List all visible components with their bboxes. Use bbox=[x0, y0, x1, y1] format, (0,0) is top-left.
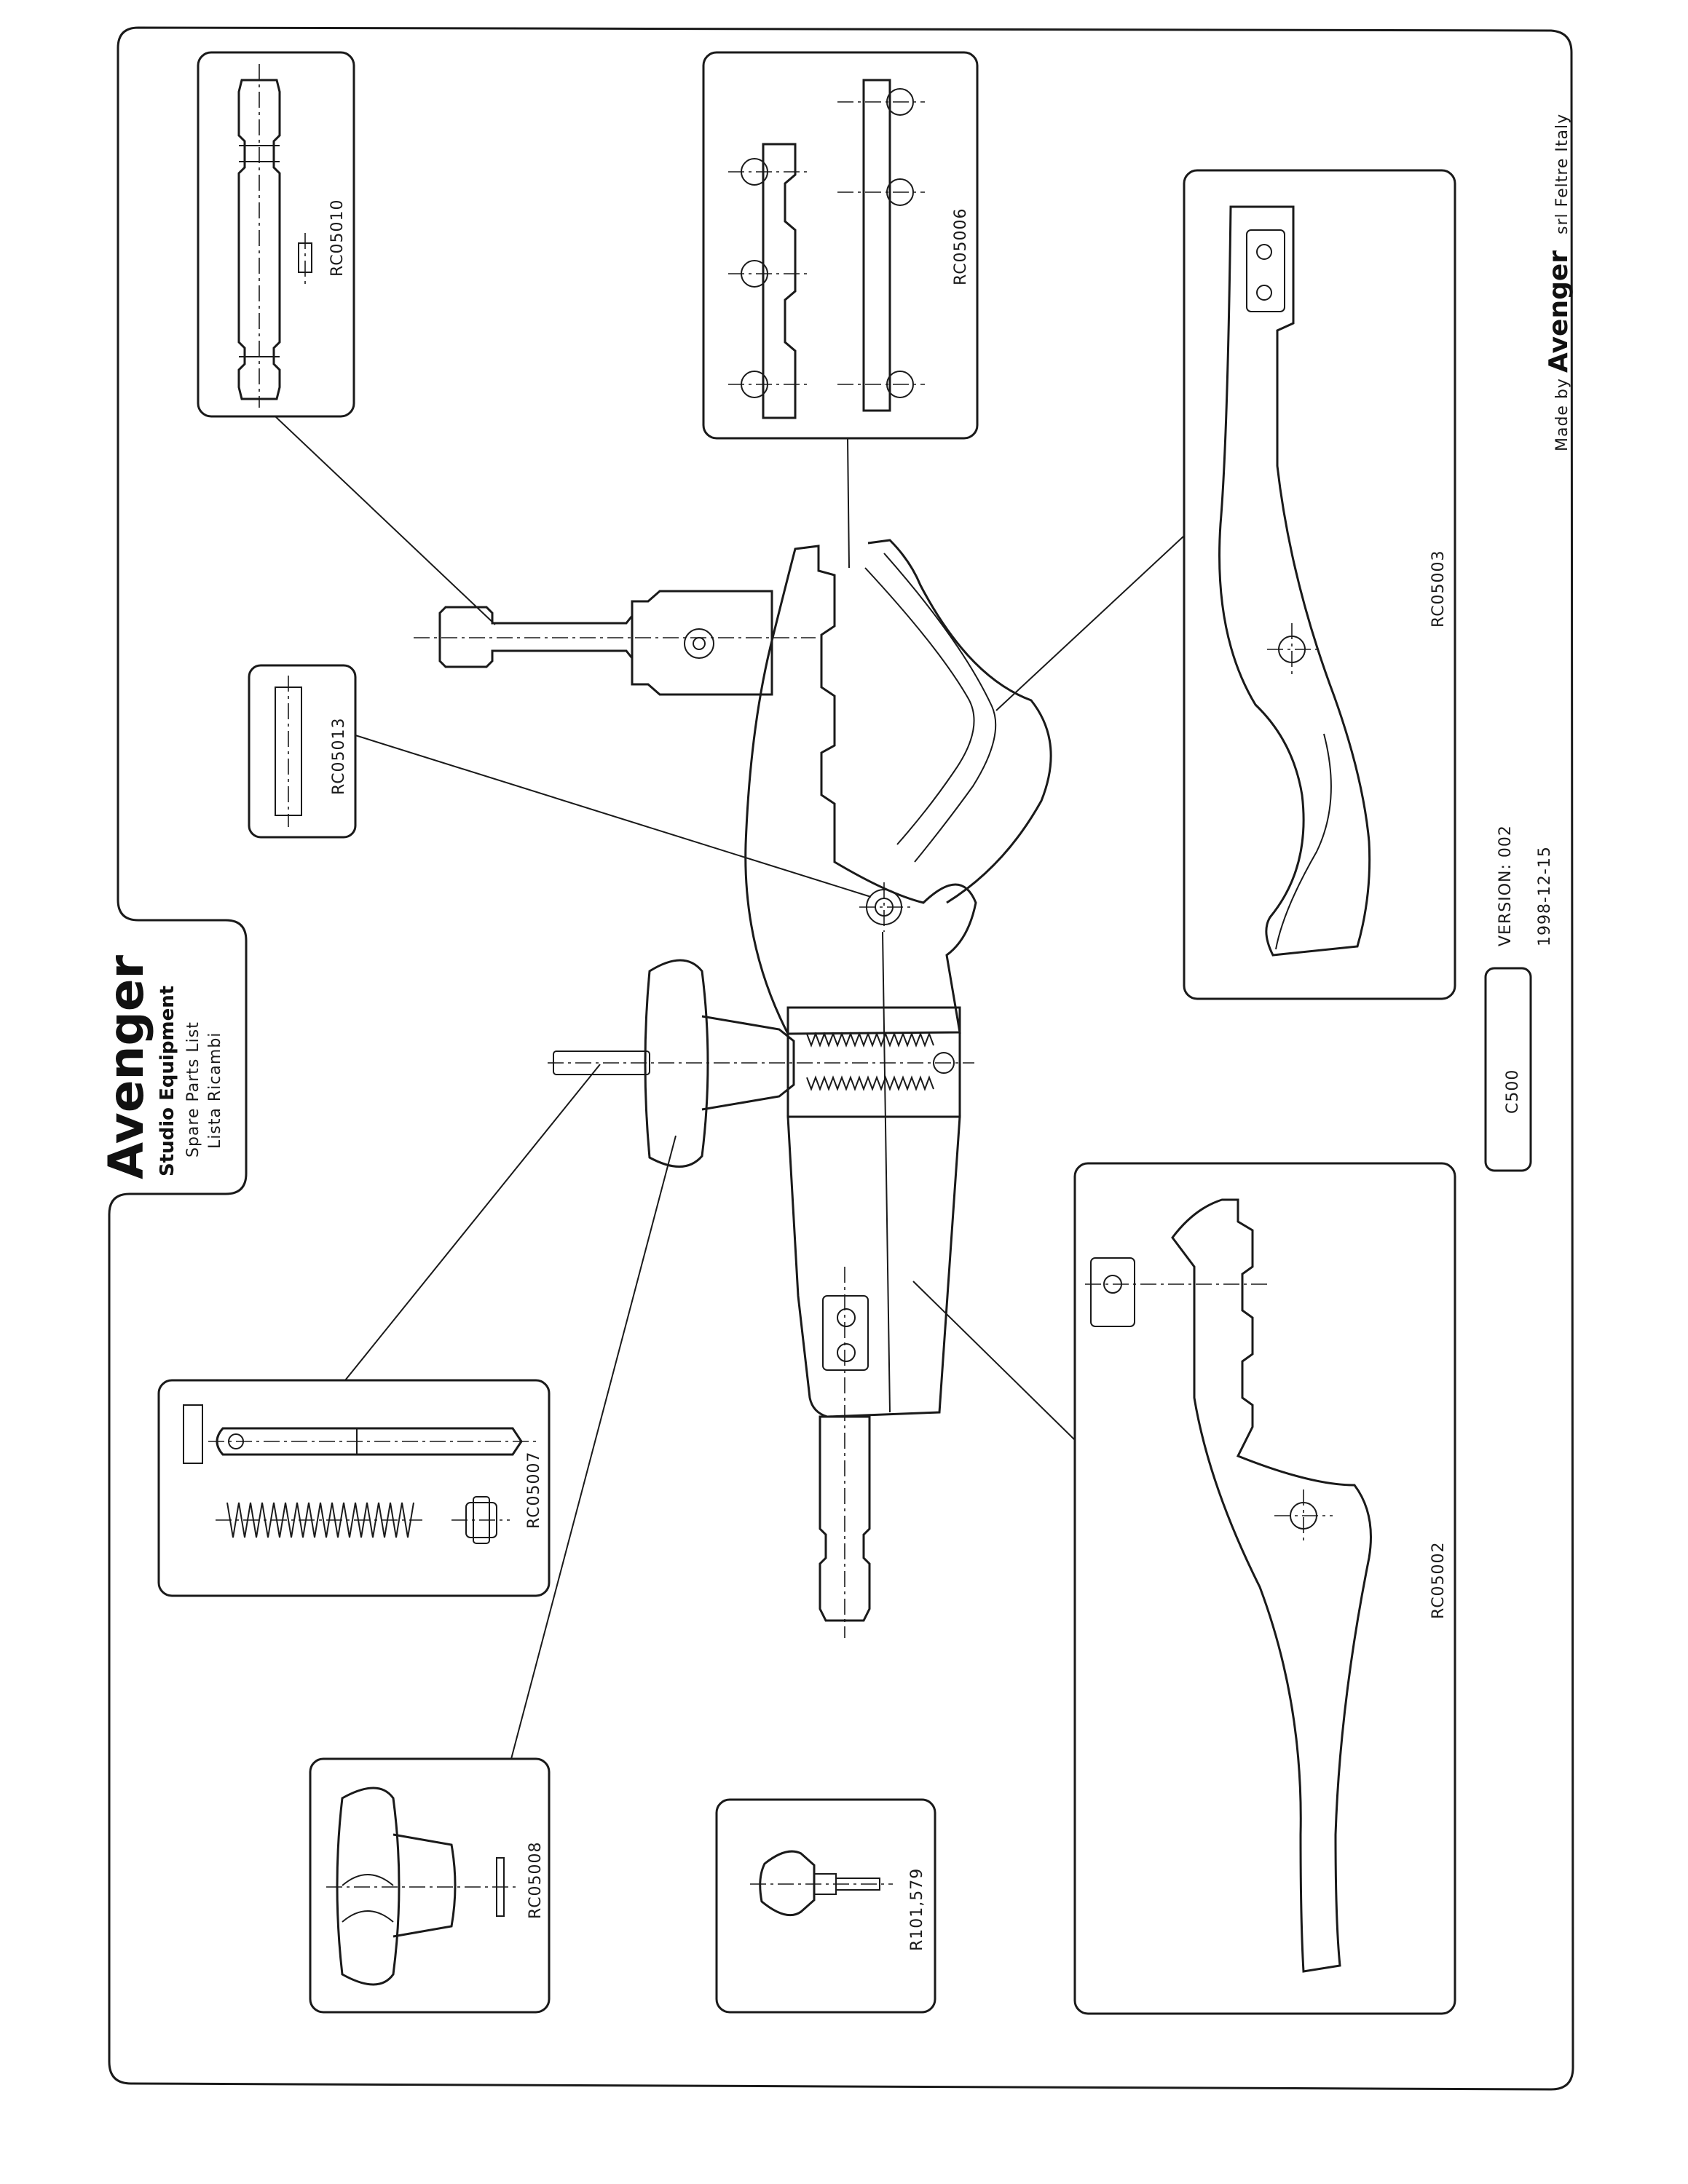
part-box bbox=[702, 51, 979, 440]
made-by-suffix: srl Feltre Italy bbox=[1553, 114, 1571, 234]
part-label-rc05007: RC05007 bbox=[525, 1451, 543, 1529]
part-rc05002: RC05002 bbox=[1073, 1162, 1456, 2015]
made-by-brand: Avenger bbox=[1544, 250, 1574, 373]
version-date: 1998-12-15 bbox=[1536, 846, 1554, 946]
part-box bbox=[1073, 1162, 1456, 2015]
part-rc05006: RC05006 bbox=[702, 51, 979, 440]
part-box bbox=[1183, 169, 1456, 1000]
part-label-rc05003: RC05003 bbox=[1429, 550, 1448, 628]
part-label-rc05002: RC05002 bbox=[1429, 1541, 1448, 1619]
part-box bbox=[309, 1757, 551, 2014]
part-label-rc05010: RC05010 bbox=[328, 199, 347, 277]
part-label-rc05013: RC05013 bbox=[330, 717, 348, 795]
part-rc05008: RC05008 bbox=[309, 1757, 551, 2014]
title-block: Avenger Studio Equipment Spare Parts Lis… bbox=[98, 954, 224, 1179]
part-rc05010: RC05010 bbox=[197, 51, 355, 418]
part-label-rc05008: RC05008 bbox=[526, 1841, 545, 1919]
brand-logo: Avenger bbox=[98, 954, 154, 1179]
part-box bbox=[715, 1798, 936, 2014]
made-by-prefix: Made by bbox=[1553, 378, 1571, 451]
model-number: C500 bbox=[1504, 1069, 1522, 1114]
sheet-border bbox=[108, 26, 1574, 2091]
part-box bbox=[157, 1379, 551, 1597]
part-r101-579: R101,579 bbox=[715, 1798, 936, 2014]
title-spare-parts: Spare Parts List bbox=[184, 1021, 202, 1158]
part-label-rc05006: RC05006 bbox=[952, 207, 970, 285]
leader-lines bbox=[275, 416, 1185, 1760]
version-label: VERSION: 002 bbox=[1496, 825, 1515, 946]
title-lista-ricambi: Lista Ricambi bbox=[206, 1032, 224, 1149]
manufacturer-footer: Made by Avenger srl Feltre Italy bbox=[1544, 114, 1574, 451]
main-assembly bbox=[414, 539, 1052, 1638]
part-rc05013: RC05013 bbox=[248, 664, 357, 839]
part-label-r101-579: R101,579 bbox=[908, 1868, 926, 1951]
model-box bbox=[1484, 967, 1532, 1172]
part-rc05007: RC05007 bbox=[157, 1379, 551, 1597]
part-rc05003: RC05003 bbox=[1183, 169, 1456, 1000]
brand-subtitle: Studio Equipment bbox=[157, 986, 178, 1176]
